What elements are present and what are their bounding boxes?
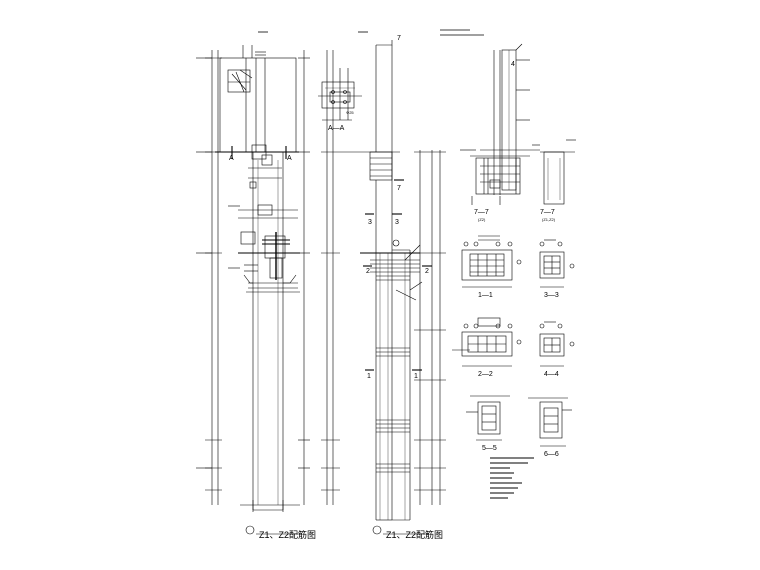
detail-77a-label: 7—7 — [474, 209, 489, 216]
column1-title: Z1、Z2配筋图 — [259, 529, 316, 540]
section-mark-7-top: 7 — [397, 35, 401, 42]
section-a-right-label: A — [287, 155, 292, 162]
section-aa-label: A—A — [328, 125, 345, 132]
top-note — [440, 29, 484, 36]
section-mark-2-left: 2 — [366, 268, 370, 275]
detail-55-label: 5—5 — [482, 445, 497, 452]
right-top-detail — [460, 43, 576, 205]
aa-dim-text: Φ25 — [346, 110, 354, 115]
section-1-1 — [461, 235, 522, 288]
section-2-2 — [452, 317, 522, 367]
section-mark-7-mid: 7 — [397, 185, 401, 192]
section-5-5 — [466, 395, 510, 441]
detail-22-label: 2—2 — [478, 371, 493, 378]
column2-title: Z1、Z2配筋图 — [386, 529, 443, 540]
section-a-left-label: A — [229, 155, 234, 162]
section-6-6 — [528, 397, 572, 447]
section-mark-3-left: 3 — [368, 219, 372, 226]
section-mark-1-left: 1 — [367, 373, 371, 380]
general-notes — [490, 457, 534, 499]
section-4-4 — [539, 321, 575, 367]
section-mark-2-right: 2 — [425, 268, 429, 275]
detail-66-label: 6—6 — [544, 451, 559, 458]
section-mark-3-right: 3 — [395, 219, 399, 226]
detail-77b-label: 7—7 — [540, 209, 555, 216]
detail-77a-sub: (Z2) — [478, 217, 486, 222]
middle-column-elevation — [318, 40, 446, 535]
section-mark-1-right: 1 — [414, 373, 418, 380]
detail-77b-sub: (Z1,Z2) — [542, 217, 556, 222]
section-mark-4: 4 — [511, 61, 515, 68]
section-3-3 — [539, 239, 575, 288]
detail-33-label: 3—3 — [544, 292, 559, 299]
left-column-elevation — [196, 45, 310, 535]
detail-44-label: 4—4 — [544, 371, 559, 378]
detail-11-label: 1—1 — [478, 292, 493, 299]
